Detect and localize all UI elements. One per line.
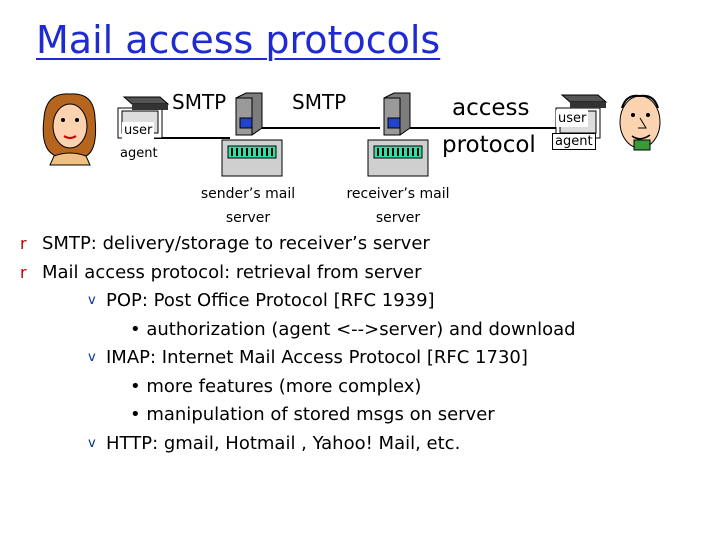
sub-bullet-imap: IMAP: Internet Mail Access Protocol [RFC… bbox=[106, 347, 528, 368]
sub-sub-bullet-item: • manipulation of stored msgs on server bbox=[20, 401, 710, 430]
smtp-label-server-to-server: SMTP bbox=[292, 90, 347, 114]
sub-bullet-pop: POP: Post Office Protocol [RFC 1939] bbox=[106, 290, 435, 311]
left-user-agent-label-2: agent bbox=[118, 145, 160, 162]
sender-server-caption: sender’s mail server bbox=[198, 182, 298, 230]
receiver-server-caption: receiver’s mail server bbox=[338, 182, 458, 230]
right-user-agent-line1: user bbox=[558, 111, 587, 126]
sub-sub-bullet-imap-manipulation: • manipulation of stored msgs on server bbox=[130, 404, 495, 425]
sub-bullet-marker-icon: v bbox=[88, 350, 96, 365]
sub-bullet-item: v IMAP: Internet Mail Access Protocol [R… bbox=[20, 344, 710, 373]
bullet-mail-access: Mail access protocol: retrieval from ser… bbox=[42, 261, 422, 283]
left-user-agent-line2: agent bbox=[120, 146, 158, 161]
right-user-agent-label: user bbox=[556, 110, 589, 127]
left-user-agent-label: user bbox=[122, 122, 155, 139]
sub-sub-bullet-imap-features: • more features (more complex) bbox=[130, 375, 422, 397]
receiver-server-caption-line2: server bbox=[375, 210, 421, 226]
sender-server-caption-line1: sender’s mail bbox=[200, 186, 296, 202]
bullet-list: r SMTP: delivery/storage to receiver’s s… bbox=[20, 230, 710, 458]
receiver-server-caption-line1: receiver’s mail bbox=[346, 186, 450, 202]
receiver-person-icon bbox=[619, 94, 661, 151]
sender-mail-server-icon bbox=[221, 92, 283, 177]
right-user-agent-label-2: agent bbox=[552, 133, 596, 150]
sender-person-icon bbox=[42, 93, 97, 166]
bullet-marker-icon: r bbox=[20, 262, 27, 282]
bullet-item: r SMTP: delivery/storage to receiver’s s… bbox=[20, 230, 710, 259]
access-label: access bbox=[452, 95, 530, 121]
bullet-item: r Mail access protocol: retrieval from s… bbox=[20, 259, 710, 288]
sender-server-caption-line2: server bbox=[225, 210, 271, 226]
sub-bullet-marker-icon: v bbox=[88, 435, 96, 451]
sub-bullet-item: v HTTP: gmail, Hotmail , Yahoo! Mail, et… bbox=[20, 430, 710, 459]
sub-bullet-marker-icon: v bbox=[88, 293, 96, 308]
bullet-smtp: SMTP: delivery/storage to receiver’s ser… bbox=[42, 233, 430, 254]
receiver-mail-server-icon bbox=[367, 92, 429, 177]
right-user-agent-line2: agent bbox=[555, 134, 593, 149]
bullet-marker-icon: r bbox=[20, 234, 27, 253]
sub-sub-bullet-item: • authorization (agent <-->server) and d… bbox=[20, 316, 710, 345]
sub-bullet-http: HTTP: gmail, Hotmail , Yahoo! Mail, etc. bbox=[106, 432, 461, 454]
page-title: Mail access protocols bbox=[36, 18, 441, 62]
protocol-label: protocol bbox=[442, 132, 536, 158]
sub-bullet-item: v POP: Post Office Protocol [RFC 1939] bbox=[20, 287, 710, 316]
sub-sub-bullet-pop-auth: • authorization (agent <-->server) and d… bbox=[130, 318, 576, 340]
left-user-agent-line1: user bbox=[124, 123, 153, 138]
sub-sub-bullet-item: • more features (more complex) bbox=[20, 373, 710, 402]
smtp-label-agent-to-server: SMTP bbox=[172, 90, 227, 114]
